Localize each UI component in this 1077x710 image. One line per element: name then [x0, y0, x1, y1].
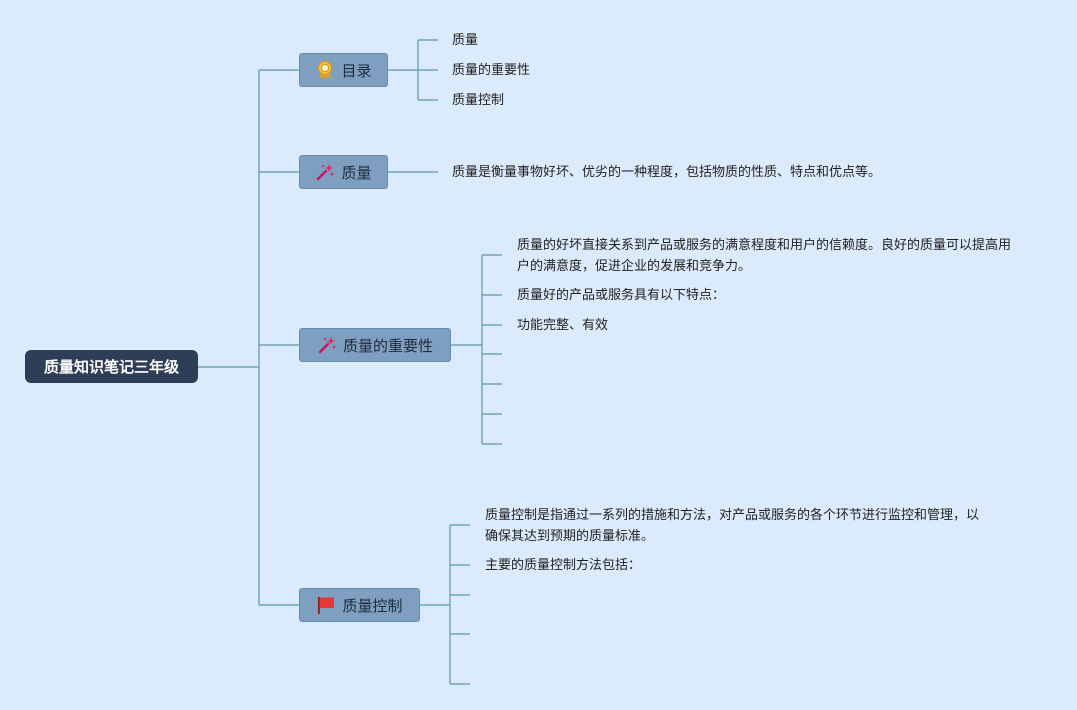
toc-item[interactable]: 质量的重要性 — [452, 63, 531, 78]
quality-definition[interactable]: 质量是衡量事物好坏、优劣的一种程度，包括物质的性质、特点和优点等。 — [452, 165, 882, 180]
importance-item[interactable]: 质量的好坏直接关系到产品或服务的满意程度和用户的信赖度。良好的质量可以提高用户的… — [517, 238, 1012, 274]
root-topic-label: 质量知识笔记三年级 — [43, 358, 179, 376]
root-topic[interactable]: 质量知识笔记三年级 — [25, 350, 198, 383]
topic-toc[interactable]: 目录 — [299, 53, 388, 87]
magic-wand-sparkle-icon — [317, 335, 337, 355]
magic-wand-sparkle-icon — [315, 162, 335, 182]
topic-quality-label: 质量 — [341, 163, 372, 182]
topic-control[interactable]: 质量控制 — [299, 588, 420, 622]
topic-importance[interactable]: 质量的重要性 — [299, 328, 451, 362]
topic-quality[interactable]: 质量 — [299, 155, 388, 189]
importance-item[interactable]: 功能完整、有效 — [517, 318, 609, 333]
topic-toc-label: 目录 — [341, 61, 372, 80]
topic-importance-label: 质量的重要性 — [342, 336, 433, 355]
red-flag-icon — [316, 595, 336, 615]
award-ribbon-icon — [315, 60, 335, 80]
importance-item[interactable]: 质量好的产品或服务具有以下特点： — [517, 288, 726, 303]
control-item[interactable]: 主要的质量控制方法包括： — [485, 558, 642, 573]
toc-item[interactable]: 质量 — [452, 33, 479, 48]
toc-item[interactable]: 质量控制 — [452, 93, 505, 108]
control-item[interactable]: 质量控制是指通过一系列的措施和方法，对产品或服务的各个环节进行监控和管理，以确保… — [485, 508, 980, 544]
topic-control-label: 质量控制 — [342, 596, 403, 615]
